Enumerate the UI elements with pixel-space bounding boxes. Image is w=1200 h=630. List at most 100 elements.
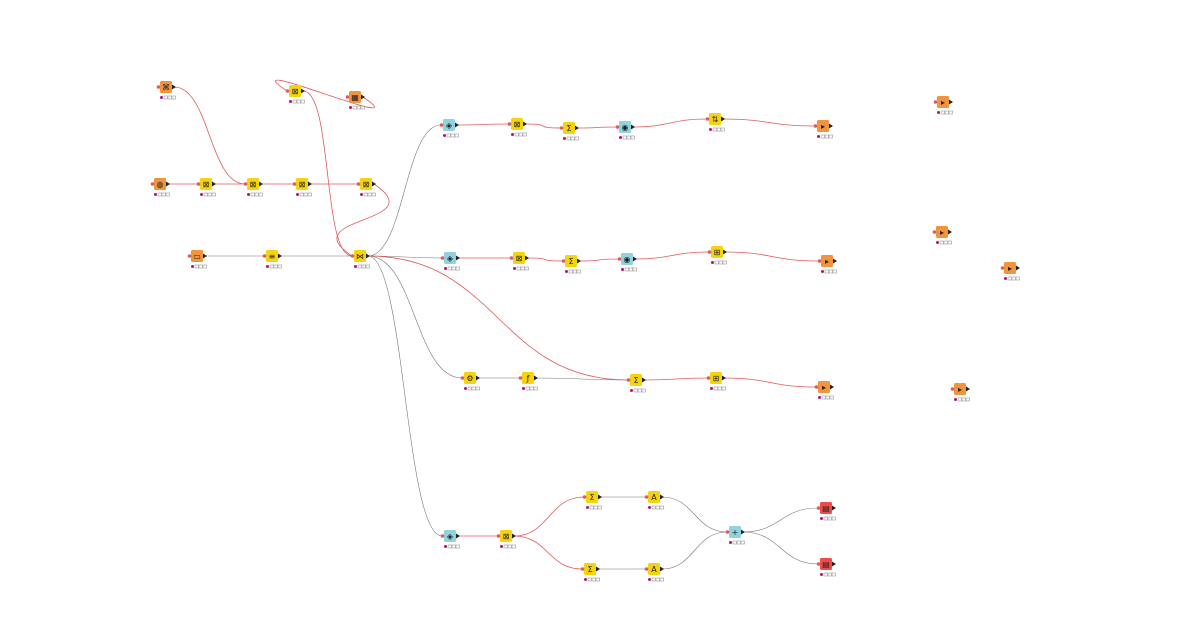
node-body[interactable] — [621, 253, 633, 265]
input-port[interactable] — [932, 230, 937, 234]
node-n18[interactable]: ◈ — [440, 252, 460, 271]
node-n1[interactable]: ⌘ — [156, 81, 176, 100]
input-port[interactable] — [150, 182, 155, 186]
connection-n27-n28[interactable] — [723, 377, 817, 388]
output-port[interactable] — [212, 181, 216, 187]
node-body[interactable] — [619, 121, 631, 133]
node-n3[interactable]: ▦ — [345, 91, 365, 110]
output-port[interactable] — [456, 255, 460, 261]
input-port[interactable] — [814, 385, 819, 389]
node-body[interactable] — [563, 122, 575, 134]
input-port[interactable] — [440, 534, 445, 538]
connection-n14-n15[interactable] — [576, 126, 618, 129]
node-body[interactable] — [511, 118, 523, 130]
node-body[interactable] — [360, 178, 372, 190]
node-body[interactable] — [444, 530, 456, 542]
node-body[interactable] — [821, 255, 833, 267]
output-port[interactable] — [722, 375, 726, 381]
input-port[interactable] — [561, 259, 566, 263]
node-n31[interactable]: Σ — [582, 491, 602, 510]
connection-n11-n12[interactable] — [367, 124, 442, 257]
input-port[interactable] — [439, 123, 444, 127]
input-port[interactable] — [582, 495, 587, 499]
connection-n15-n16[interactable] — [632, 118, 708, 128]
input-port[interactable] — [345, 95, 350, 99]
output-port[interactable] — [660, 566, 664, 572]
input-port[interactable] — [816, 562, 821, 566]
node-n12[interactable]: ◈ — [439, 119, 459, 138]
output-port[interactable] — [596, 566, 600, 572]
node-body[interactable] — [160, 81, 172, 93]
output-port[interactable] — [534, 375, 538, 381]
input-port[interactable] — [356, 182, 361, 186]
input-port[interactable] — [156, 85, 161, 89]
connection-n22-n23[interactable] — [724, 251, 820, 262]
input-port[interactable] — [626, 378, 631, 382]
node-body[interactable] — [513, 252, 525, 264]
connection-n20-n21[interactable] — [578, 258, 620, 262]
output-port[interactable] — [1016, 265, 1020, 271]
node-body[interactable] — [711, 246, 723, 258]
node-n23[interactable]: ▸ — [817, 255, 837, 274]
output-port[interactable] — [575, 125, 579, 131]
node-n26[interactable]: Σ — [626, 374, 646, 393]
connection-n26-n27[interactable] — [643, 377, 709, 381]
node-n2[interactable]: ⊠ — [285, 85, 305, 104]
input-port[interactable] — [292, 182, 297, 186]
input-port[interactable] — [950, 387, 955, 391]
input-port[interactable] — [816, 506, 821, 510]
output-port[interactable] — [577, 258, 581, 264]
connection-n3-n2[interactable] — [275, 79, 375, 109]
node-n33[interactable]: Σ — [580, 563, 600, 582]
node-n24[interactable]: ⚙ — [460, 372, 480, 391]
output-port[interactable] — [512, 533, 516, 539]
output-port[interactable] — [642, 377, 646, 383]
connection-n30-n31[interactable] — [513, 496, 585, 537]
node-body[interactable] — [937, 96, 949, 108]
node-n38[interactable]: ▸ — [933, 96, 953, 115]
input-port[interactable] — [559, 126, 564, 130]
input-port[interactable] — [196, 182, 201, 186]
node-body[interactable] — [936, 226, 948, 238]
output-port[interactable] — [949, 99, 953, 105]
node-n20[interactable]: Σ — [561, 255, 581, 274]
output-port[interactable] — [372, 181, 376, 187]
connection-n21-n22[interactable] — [634, 251, 710, 260]
node-n27[interactable]: ⊞ — [706, 372, 726, 391]
input-port[interactable] — [350, 254, 355, 258]
connection-n8-n11[interactable] — [336, 183, 390, 257]
node-n15[interactable]: ◉ — [615, 121, 635, 140]
output-port[interactable] — [456, 533, 460, 539]
input-port[interactable] — [285, 89, 290, 93]
connection-n34-n35[interactable] — [661, 531, 728, 570]
input-port[interactable] — [496, 534, 501, 538]
node-body[interactable] — [586, 491, 598, 503]
connection-n32-n35[interactable] — [661, 496, 728, 533]
node-n36[interactable]: ▤ — [816, 502, 836, 521]
output-port[interactable] — [166, 181, 170, 187]
connection-n30-n33[interactable] — [513, 535, 583, 570]
node-n8[interactable]: ⊠ — [356, 178, 376, 197]
output-port[interactable] — [723, 249, 727, 255]
connection-n13-n14[interactable] — [524, 123, 562, 129]
output-port[interactable] — [948, 229, 952, 235]
node-n39[interactable]: ▸ — [932, 226, 952, 245]
node-n11[interactable]: ⋈ — [350, 250, 370, 269]
node-n35[interactable]: + — [725, 526, 745, 545]
node-n29[interactable]: ◈ — [440, 530, 460, 549]
node-n32[interactable]: A — [644, 491, 664, 510]
node-body[interactable] — [648, 491, 660, 503]
input-port[interactable] — [509, 256, 514, 260]
node-n34[interactable]: A — [644, 563, 664, 582]
node-body[interactable] — [818, 381, 830, 393]
input-port[interactable] — [615, 125, 620, 129]
node-n22[interactable]: ⊞ — [707, 246, 727, 265]
connection-n11-n24[interactable] — [367, 255, 463, 379]
output-port[interactable] — [830, 384, 834, 390]
node-body[interactable] — [817, 120, 829, 132]
node-n37[interactable]: ▤ — [816, 558, 836, 577]
input-port[interactable] — [440, 256, 445, 260]
output-port[interactable] — [631, 124, 635, 130]
input-port[interactable] — [187, 254, 192, 258]
